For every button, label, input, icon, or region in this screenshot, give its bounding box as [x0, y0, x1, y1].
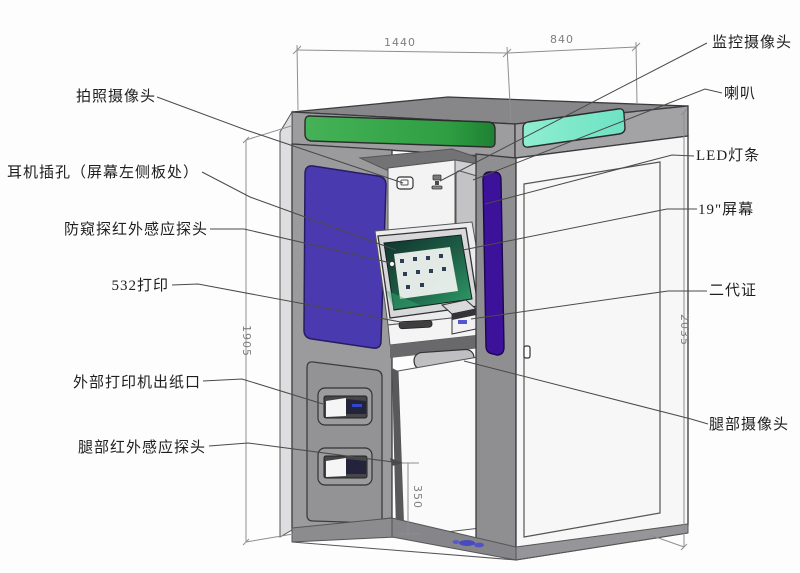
printer-head [346, 459, 366, 474]
leader-532-printer [171, 283, 407, 324]
label-surveillance-camera: 监控摄像头 [712, 34, 792, 51]
photo-camera-housing [396, 176, 414, 190]
anti-peep-sensor-dot [388, 260, 396, 268]
label-led-strip: LED灯条 [696, 147, 760, 164]
label-leg-camera: 腿部摄像头 [709, 416, 789, 433]
label-external-printer-outlet: 外部打印机出纸口 [73, 374, 201, 391]
left-side-face [279, 110, 293, 538]
id-card-reader [440, 299, 478, 335]
cabinet-side-face [515, 135, 689, 550]
label-id-card: 二代证 [709, 282, 757, 299]
leader-surveillance-camera [439, 42, 708, 182]
leader-headphone-jack [201, 171, 397, 251]
leader-photo-camera [156, 96, 404, 184]
leader-external-printer-outlet [202, 378, 324, 405]
lower-panel-edge [392, 368, 404, 537]
dim-top-width: 1440 [384, 36, 416, 49]
label-19in-screen: 19"屏幕 [698, 201, 754, 218]
kiosk-machine [279, 96, 689, 561]
touchscreen [377, 227, 479, 319]
led-light-bar [482, 171, 505, 356]
label-leg-ir-sensor: 腿部红外感应探头 [78, 438, 206, 456]
label-anti-peep-ir-sensor: 防窥探红外感应探头 [64, 220, 208, 238]
console-lower-recess [306, 361, 383, 524]
cabinet-door [523, 161, 661, 538]
leader-lines [156, 42, 723, 466]
paper-sheet [326, 398, 346, 417]
label-photo-camera: 拍照摄像头 [76, 88, 156, 105]
leader-leg-ir-sensor [208, 442, 394, 463]
under-desk-gap [390, 334, 490, 358]
dim-top-depth: 840 [550, 33, 574, 46]
leader-19in-screen [457, 208, 697, 252]
dim-right-height: 2035 [678, 314, 691, 346]
label-headphone-jack: 耳机插孔（屏幕左侧板处） [7, 163, 199, 181]
surveillance-camera-unit [431, 174, 443, 190]
door-handle [523, 345, 531, 359]
leader-leg-camera [463, 360, 709, 425]
callout-labels: 拍照摄像头 耳机插孔（屏幕左侧板处） 防窥探红外感应探头 532打印 外部打印机… [7, 34, 792, 456]
label-speaker: 喇叭 [724, 85, 756, 102]
dimension-annotations: 1440 840 1905 2035 350 [240, 33, 691, 551]
leader-speaker [472, 88, 723, 181]
label-532-printer: 532打印 [111, 277, 169, 294]
blue-watermark [452, 540, 484, 548]
front-light-green-panel [304, 115, 496, 148]
leg-ir-arrowhead [390, 458, 403, 466]
dim-sensor-height: 350 [411, 485, 424, 509]
leader-id-card [470, 290, 707, 320]
side-light-cyan-panel [522, 108, 626, 148]
printer-slot-upper [317, 387, 373, 426]
dim-left-height: 1905 [240, 325, 253, 357]
paper-sheet [326, 458, 346, 477]
leader-anti-peep-sensor [210, 228, 392, 264]
side-ad-screen [303, 165, 387, 349]
receipt-slot [398, 319, 433, 330]
leader-led-strip [484, 154, 695, 205]
